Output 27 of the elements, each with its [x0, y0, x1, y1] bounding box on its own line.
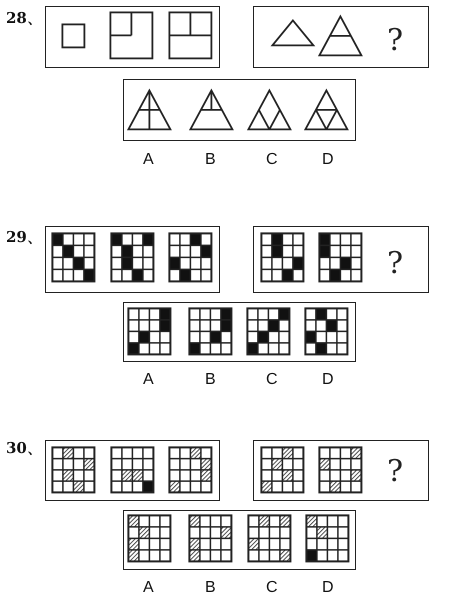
option-letter: A — [143, 580, 154, 596]
puzzle-panel — [253, 226, 429, 293]
puzzle-panel — [45, 6, 220, 68]
question-mark: ? — [387, 457, 404, 487]
option-letter: C — [266, 372, 278, 388]
question-number: 30、 — [6, 440, 42, 456]
question-number: 28、 — [6, 10, 42, 26]
option-letter: C — [266, 580, 278, 596]
puzzle-panel — [45, 440, 220, 501]
option-letter: B — [205, 372, 216, 388]
option-letter: D — [322, 372, 334, 388]
puzzle-panel — [123, 302, 356, 362]
puzzle-panel — [123, 79, 356, 141]
puzzle-panel — [45, 226, 220, 293]
question-mark: ? — [387, 249, 404, 279]
question-mark: ? — [387, 26, 404, 56]
option-letter: B — [205, 152, 216, 168]
question-number: 29、 — [6, 229, 42, 245]
option-letter: D — [322, 152, 334, 168]
option-letter: C — [266, 152, 278, 168]
option-letter: A — [143, 372, 154, 388]
puzzle-panel — [253, 6, 429, 68]
option-letter: A — [143, 152, 154, 168]
option-letter: B — [205, 580, 216, 596]
option-letter: D — [322, 580, 334, 596]
puzzle-panel — [253, 440, 429, 501]
puzzle-panel — [123, 510, 356, 570]
